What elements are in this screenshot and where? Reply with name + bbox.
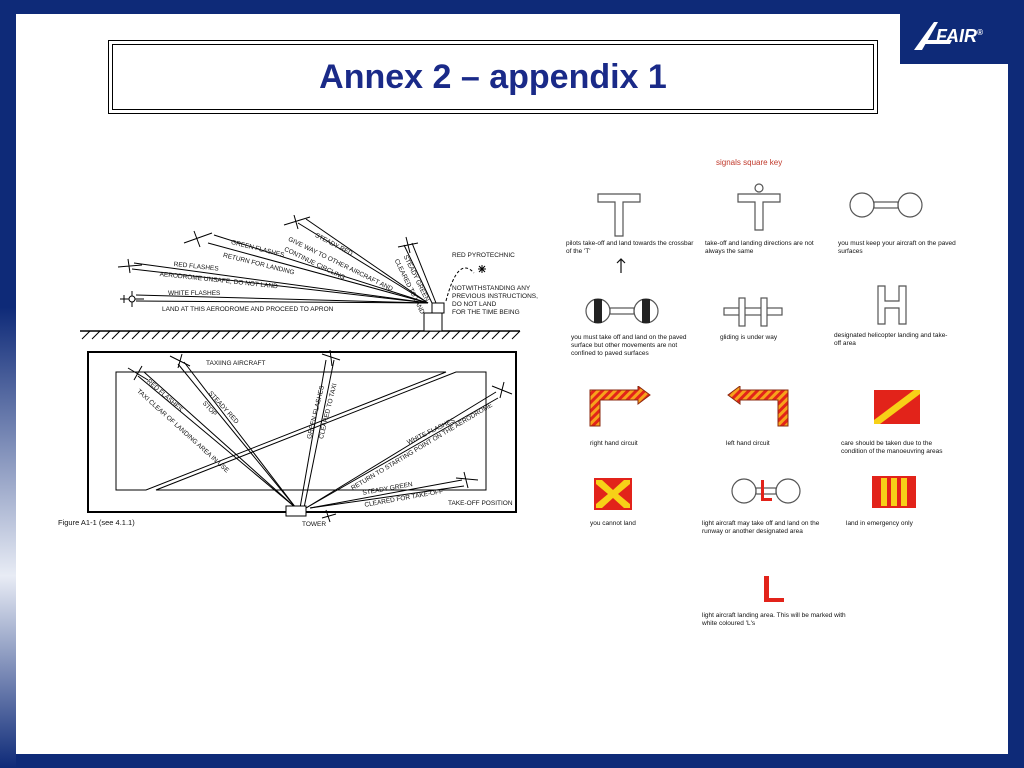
label-land-here: LAND AT THIS AERODROME AND PROCEED TO AP… xyxy=(162,306,334,313)
key-text-dumbbell: you must keep your aircraft on the paved… xyxy=(838,240,956,255)
dumbbell-l-signal-icon xyxy=(731,478,801,504)
label-white-flashes: WHITE FLASHES xyxy=(168,290,221,297)
key-text-diagonal: care should be taken due to the conditio… xyxy=(841,440,943,455)
logo-reg: ® xyxy=(977,28,983,37)
diagonal-caution-icon xyxy=(874,390,920,424)
label-notwithstanding-1: NOTWITHSTANDING ANY xyxy=(452,285,531,292)
right-hand-circuit-icon xyxy=(589,386,651,427)
label-red-pyrotechnic: RED PYROTECHNIC xyxy=(452,252,515,259)
dumbbell-signal-icon xyxy=(849,192,923,218)
emergency-bars-icon xyxy=(872,476,916,508)
l-marker-icon xyxy=(764,576,784,602)
slide-frame-left xyxy=(0,0,16,768)
key-title: signals square key xyxy=(716,158,783,167)
fair-logo-icon xyxy=(914,22,952,50)
up-arrow-icon xyxy=(616,258,626,273)
key-text-dumbbell-bars: you must take off and land on the paved … xyxy=(571,334,687,357)
label-notwithstanding-2: PREVIOUS INSTRUCTIONS, xyxy=(452,293,538,300)
key-text-left-arrow: left hand circuit xyxy=(726,440,770,447)
label-taxiing-aircraft: TAXIING AIRCRAFT xyxy=(206,360,266,367)
key-text-x: you cannot land xyxy=(590,520,636,527)
key-text-right-arrow: right hand circuit xyxy=(590,440,638,447)
flight-signals-diagram xyxy=(80,215,521,340)
key-text-double-cross: gliding is under way xyxy=(720,334,778,341)
title-box: Annex 2 – appendix 1 xyxy=(108,40,878,114)
key-text-dumbbell-l: light aircraft may take off and land on … xyxy=(702,520,820,535)
t-signal-icon xyxy=(597,193,641,237)
key-text-bars: land in emergency only xyxy=(846,520,913,527)
t-circle-signal-icon xyxy=(737,183,781,231)
key-text-t-circle: take-off and landing directions are not … xyxy=(705,240,814,255)
key-text-l: light aircraft landing area. This will b… xyxy=(702,612,846,627)
key-text-t: pilots take-off and land towards the cro… xyxy=(566,240,694,255)
double-cross-signal-icon xyxy=(723,297,783,327)
left-hand-circuit-icon xyxy=(727,386,789,427)
aerodrome-signals-diagram xyxy=(87,350,517,523)
figure-caption: Figure A1-1 (see 4.1.1) xyxy=(58,518,135,527)
key-text-h: designated helicopter landing and take-o… xyxy=(834,332,948,347)
fair-logo: FAIR® xyxy=(900,4,1010,64)
h-signal-icon xyxy=(877,285,907,325)
label-notwithstanding-3: DO NOT LAND xyxy=(452,301,497,308)
x-cannot-land-icon xyxy=(594,478,632,510)
logo-text: FAIR xyxy=(936,26,978,46)
dumbbell-bars-signal-icon xyxy=(585,298,659,324)
label-tower: TOWER xyxy=(302,521,327,528)
label-notwithstanding-4: FOR THE TIME BEING xyxy=(452,309,520,316)
label-takeoff-position: TAKE-OFF POSITION xyxy=(448,500,513,507)
page-title: Annex 2 – appendix 1 xyxy=(319,57,667,96)
